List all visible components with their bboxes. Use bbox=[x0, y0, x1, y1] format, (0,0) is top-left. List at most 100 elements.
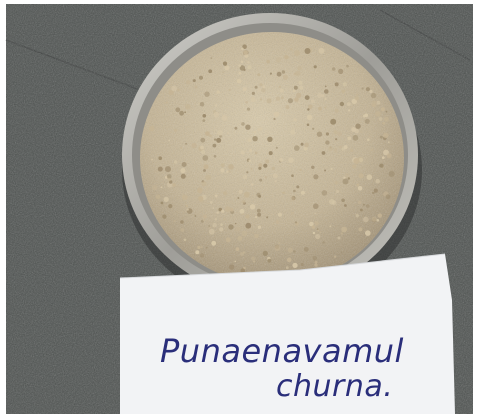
powder-granule bbox=[295, 70, 301, 77]
powder-granule bbox=[229, 264, 235, 270]
powder-granule bbox=[275, 146, 278, 149]
powder-granule bbox=[291, 174, 294, 177]
powder-granule bbox=[341, 198, 345, 203]
powder-granule bbox=[160, 201, 164, 205]
powder-granule bbox=[198, 195, 204, 202]
powder-granule bbox=[174, 160, 178, 164]
powder-granule bbox=[234, 260, 236, 263]
powder-granule bbox=[382, 121, 386, 125]
powder-granule bbox=[288, 157, 294, 163]
powder-granule bbox=[226, 170, 229, 173]
powder-granule bbox=[341, 226, 347, 233]
powder-granule bbox=[276, 71, 282, 77]
powder-granule bbox=[228, 88, 231, 92]
powder-granule bbox=[324, 98, 327, 100]
powder-granule bbox=[292, 262, 298, 268]
powder-granule bbox=[290, 211, 294, 215]
powder-granule bbox=[203, 169, 206, 172]
powder-granule bbox=[358, 173, 364, 179]
powder-granule bbox=[306, 114, 313, 121]
powder-granule bbox=[353, 158, 360, 164]
powder-granule bbox=[241, 230, 248, 237]
powder-granule bbox=[247, 61, 250, 64]
powder-granule bbox=[257, 73, 261, 77]
powder-granule bbox=[274, 245, 281, 251]
powder-granule bbox=[282, 74, 288, 80]
powder-granule bbox=[343, 145, 348, 150]
powder-granule bbox=[290, 129, 296, 135]
powder-granule bbox=[285, 266, 289, 270]
powder-granule bbox=[234, 222, 237, 225]
powder-granule bbox=[239, 65, 246, 71]
powder-granule bbox=[321, 151, 326, 155]
powder-granule bbox=[197, 187, 203, 194]
powder-granule bbox=[209, 226, 212, 229]
powder-granule bbox=[371, 100, 377, 107]
powder-granule bbox=[165, 166, 171, 173]
powder-granule bbox=[249, 149, 253, 152]
powder-granule bbox=[298, 101, 300, 104]
powder-granule bbox=[293, 118, 297, 122]
powder-granule bbox=[235, 247, 240, 252]
powder-granule bbox=[237, 197, 240, 199]
powder-granule bbox=[285, 105, 290, 110]
powder-granule bbox=[241, 122, 245, 126]
powder-granule bbox=[266, 216, 269, 219]
label-line-2: churna. bbox=[276, 369, 393, 404]
powder-granule bbox=[166, 174, 172, 179]
powder-granule bbox=[273, 173, 278, 179]
powder-granule bbox=[337, 236, 341, 240]
powder-granule bbox=[328, 146, 333, 151]
powder-granule bbox=[340, 232, 343, 235]
powder-granule bbox=[303, 247, 309, 252]
powder-granule bbox=[151, 158, 154, 161]
powder-granule bbox=[380, 107, 385, 112]
powder-granule bbox=[338, 68, 344, 74]
powder-granule bbox=[167, 177, 171, 182]
powder-granule bbox=[368, 135, 371, 138]
powder-granule bbox=[214, 194, 218, 198]
powder-granule bbox=[324, 169, 327, 172]
powder-granule bbox=[286, 257, 292, 263]
powder-granule bbox=[340, 251, 343, 254]
powder-granule bbox=[208, 69, 213, 74]
paper-label bbox=[120, 254, 455, 414]
powder-granule bbox=[242, 174, 248, 180]
powder-granule bbox=[257, 127, 261, 131]
powder-granule bbox=[202, 119, 206, 122]
powder-granule bbox=[185, 204, 188, 208]
powder-granule bbox=[334, 108, 339, 113]
powder-granule bbox=[225, 237, 231, 243]
powder-granule bbox=[375, 111, 381, 117]
powder-granule bbox=[195, 250, 200, 255]
powder-granule bbox=[254, 233, 259, 239]
powder-granules bbox=[149, 44, 395, 274]
powder-granule bbox=[237, 236, 243, 241]
powder-granule bbox=[163, 196, 169, 202]
powder-granule bbox=[334, 82, 339, 87]
powder-granule bbox=[315, 233, 321, 240]
powder-granule bbox=[311, 165, 315, 169]
powder-granule bbox=[194, 215, 197, 217]
powder-granule bbox=[369, 89, 373, 94]
powder-granule bbox=[209, 134, 212, 138]
powder-granule bbox=[361, 87, 364, 90]
powder-granule bbox=[317, 93, 323, 98]
powder-granule bbox=[346, 102, 351, 106]
powder-granule bbox=[294, 97, 299, 102]
powder-granule bbox=[306, 123, 310, 127]
powder-granule bbox=[205, 174, 211, 181]
powder-granule bbox=[257, 212, 262, 217]
powder-granule bbox=[347, 177, 350, 180]
powder-granule bbox=[262, 85, 266, 89]
powder-granule bbox=[210, 57, 213, 59]
powder-granule bbox=[300, 263, 304, 266]
powder-granule bbox=[322, 241, 325, 244]
powder-granule bbox=[332, 67, 336, 71]
powder-granule bbox=[222, 123, 224, 126]
powder-granule bbox=[333, 130, 338, 135]
powder-granule bbox=[268, 151, 273, 156]
powder-granule bbox=[354, 96, 359, 101]
powder-granule bbox=[379, 135, 383, 139]
